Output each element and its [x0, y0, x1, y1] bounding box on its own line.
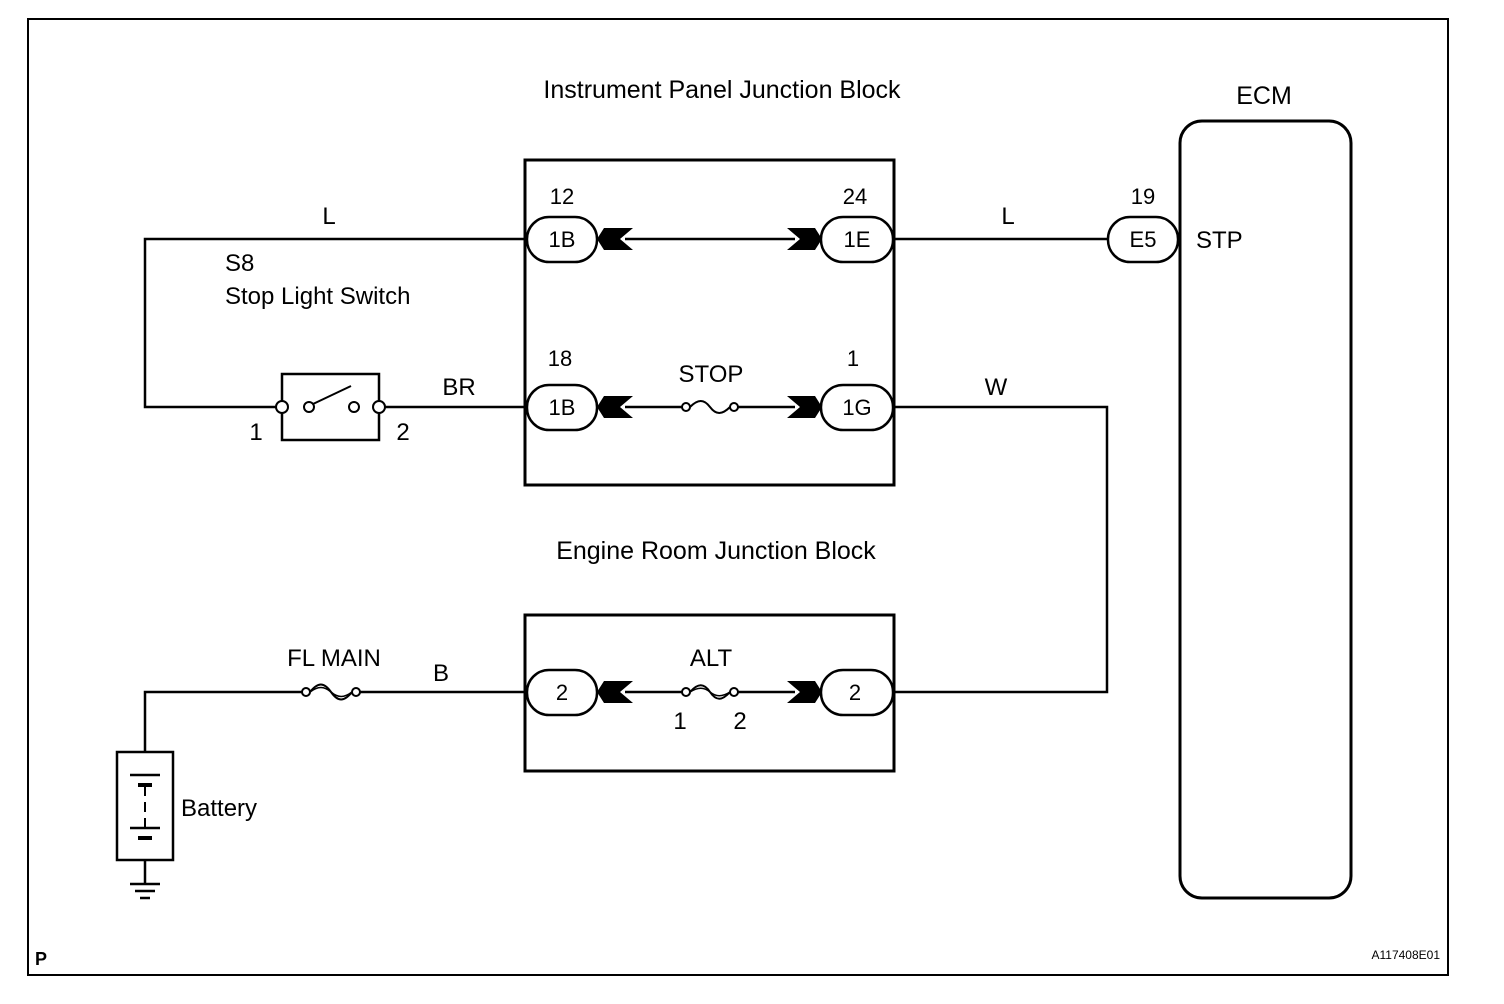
- connector-1e-pin: 24: [843, 184, 867, 209]
- connector-1g: [819, 383, 895, 432]
- instrument-panel-junction-block: [523, 158, 896, 487]
- arrow-icon: [597, 228, 822, 703]
- connector-1e: [819, 215, 895, 264]
- instrument-panel-jb-title: Instrument Panel Junction Block: [543, 76, 901, 104]
- connector-erjb-right: [819, 668, 895, 717]
- alt-fuse-label: ALT: [690, 645, 733, 672]
- connector-erjb-left: [525, 668, 599, 717]
- ecm-title: ECM: [1236, 82, 1292, 110]
- wire-l-switch: [143, 237, 527, 409]
- wire-label-l-right: L: [1001, 203, 1014, 230]
- connector-1b-top-pin: 12: [550, 184, 574, 209]
- wire-w: [893, 405, 1109, 694]
- battery-icon: [130, 773, 160, 840]
- corner-mark: P: [35, 949, 47, 969]
- engine-room-jb-title: Engine Room Junction Block: [556, 537, 876, 565]
- switch-code: S8: [225, 250, 254, 277]
- ecm-terminal-stp: STP: [1196, 227, 1243, 254]
- alt-pin-right: 2: [733, 708, 746, 735]
- connector-1g-pin: 1: [847, 346, 859, 371]
- ecm-box: [1178, 119, 1353, 900]
- connector-1b-bottom-pin: 18: [548, 346, 572, 371]
- figure-id: A117408E01: [1371, 948, 1440, 962]
- connector-1b-bottom-label: 1B: [549, 395, 576, 420]
- fl-main-label: FL MAIN: [287, 645, 381, 672]
- battery-label: Battery: [181, 795, 257, 822]
- ground-icon: [130, 860, 160, 900]
- stop-fuse-label: STOP: [679, 361, 744, 388]
- switch-pin-1: 1: [249, 419, 262, 446]
- fl-main-fusible-link-icon: [301, 683, 361, 701]
- alt-fusible-link-icon: [681, 684, 739, 700]
- wire-label-br: BR: [442, 374, 475, 401]
- connector-1e-label: 1E: [844, 227, 871, 252]
- connector-erjb-right-label: 2: [849, 680, 861, 705]
- diagram-frame: [27, 18, 1449, 976]
- alt-pin-left: 1: [673, 708, 686, 735]
- wire-battery-feed: [143, 690, 305, 752]
- connector-1b-bottom: [525, 383, 599, 432]
- connector-1b-top-label: 1B: [549, 227, 576, 252]
- connector-e5-label: E5: [1130, 227, 1157, 252]
- connector-e5: [1106, 215, 1180, 264]
- connector-1b-top: [525, 215, 599, 264]
- switch-name: Stop Light Switch: [225, 283, 410, 310]
- connector-1g-label: 1G: [842, 395, 871, 420]
- stop-light-switch-box: [280, 372, 381, 442]
- switch-icon: [275, 385, 386, 414]
- stop-fuse-icon: [681, 400, 739, 414]
- wire-label-l-left: L: [322, 203, 335, 230]
- wire-label-w: W: [985, 374, 1008, 401]
- connector-e5-pin: 19: [1131, 184, 1155, 209]
- wire-label-b: B: [433, 660, 449, 687]
- switch-pin-2: 2: [396, 419, 409, 446]
- connector-erjb-left-label: 2: [556, 680, 568, 705]
